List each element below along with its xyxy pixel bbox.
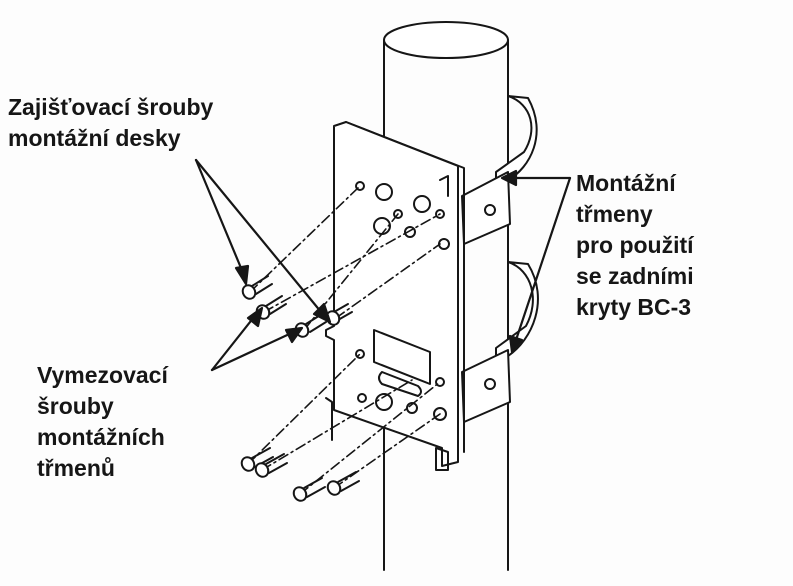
mounting-brackets-label: Montážní třmeny pro použití se zadními k…	[576, 170, 694, 320]
bracket-screw	[326, 471, 360, 496]
locking-screws-label: Zajišťovací šrouby montážní desky	[8, 94, 214, 151]
spacer-screws-label: Vymezovací šrouby montážních třmenů	[37, 362, 168, 481]
plate-top-hook	[439, 175, 449, 197]
arrowhead	[312, 302, 332, 324]
plate-front-face	[325, 121, 459, 467]
locking-screw	[241, 275, 273, 300]
lower-mounting-bracket	[461, 261, 539, 423]
lower-bracket-hole	[484, 378, 496, 390]
arrowhead	[234, 264, 250, 286]
mounting-plate	[325, 121, 465, 471]
upper-bracket-hole	[484, 204, 496, 216]
pole-top-ellipse	[383, 21, 509, 59]
arrowhead	[508, 334, 524, 354]
leader-locking-right	[194, 158, 328, 320]
plate-bottom-tab	[435, 447, 449, 471]
leader-locking-left	[194, 158, 248, 282]
assembly-axis-lines	[247, 185, 441, 495]
arrowhead	[500, 169, 518, 187]
plate-slot	[378, 371, 422, 397]
screws	[240, 275, 360, 502]
leader-spacer-right	[210, 328, 300, 372]
upper-mounting-bracket	[461, 95, 538, 245]
leader-bracket-lower	[512, 176, 572, 348]
leader-spacer-left	[210, 310, 260, 372]
bracket-screw	[240, 447, 274, 472]
arrowhead	[246, 306, 264, 328]
upper-bracket-band	[495, 95, 538, 181]
arrowhead	[284, 326, 304, 344]
pole	[383, 21, 509, 571]
leader-lines	[194, 158, 572, 372]
plate-cutout	[373, 329, 431, 385]
plate-holes	[355, 181, 450, 421]
bracket-screw	[254, 453, 288, 478]
plate-side-tab	[325, 397, 333, 441]
bracket-screw	[292, 477, 326, 502]
